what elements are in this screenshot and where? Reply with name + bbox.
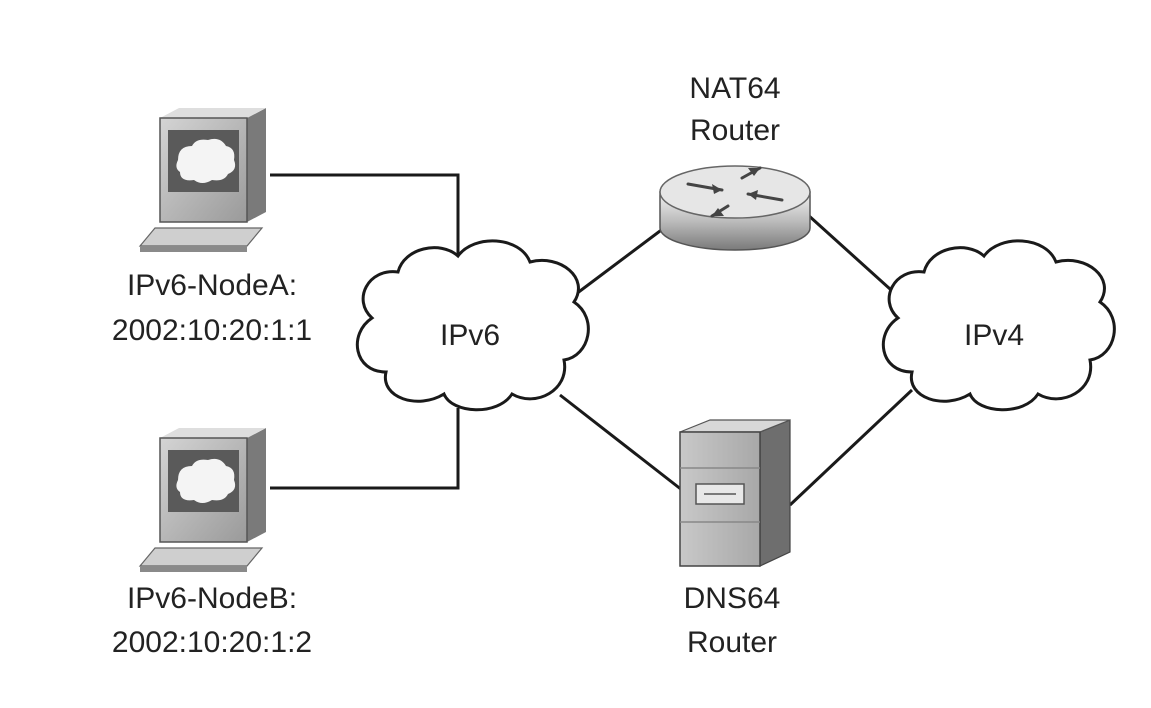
nat64-router[interactable]: NAT64 Router <box>659 72 811 251</box>
workstation-icon <box>138 108 266 252</box>
workstation-icon <box>138 428 266 572</box>
link-nodea-ipv6 <box>270 173 460 262</box>
dns64-router[interactable]: DNS64 Router <box>679 419 791 659</box>
ipv4-cloud-label: IPv4 <box>964 319 1024 352</box>
cloud-icon <box>355 239 590 412</box>
ipv6-cloud[interactable]: IPv6 <box>355 239 590 412</box>
dns64-label-line1: DNS64 <box>684 582 781 615</box>
link-nat64-ipv4 <box>806 213 902 300</box>
node-a-address: 2002:10:20:1:1 <box>112 314 312 347</box>
link-ipv6-dns64 <box>559 393 683 492</box>
ipv4-cloud[interactable]: IPv4 <box>881 239 1116 412</box>
router-icon <box>659 165 811 251</box>
link-nodeb-ipv6 <box>270 408 460 490</box>
ipv6-node-a[interactable]: IPv6-NodeA: 2002:10:20:1:1 <box>112 108 312 347</box>
node-b-name: IPv6-NodeB: <box>127 582 297 615</box>
connection-lines <box>270 173 914 507</box>
dns64-label-line2: Router <box>687 626 777 659</box>
link-dns64-ipv4 <box>788 388 914 507</box>
server-icon <box>679 419 791 567</box>
ipv6-node-b[interactable]: IPv6-NodeB: 2002:10:20:1:2 <box>112 428 312 659</box>
link-ipv6-nat64 <box>567 223 669 302</box>
nat64-label-line1: NAT64 <box>689 72 780 105</box>
node-b-address: 2002:10:20:1:2 <box>112 626 312 659</box>
cloud-icon <box>881 239 1116 412</box>
nat64-label-line2: Router <box>690 114 780 147</box>
node-a-name: IPv6-NodeA: <box>127 269 297 302</box>
ipv6-cloud-label: IPv6 <box>440 319 500 352</box>
